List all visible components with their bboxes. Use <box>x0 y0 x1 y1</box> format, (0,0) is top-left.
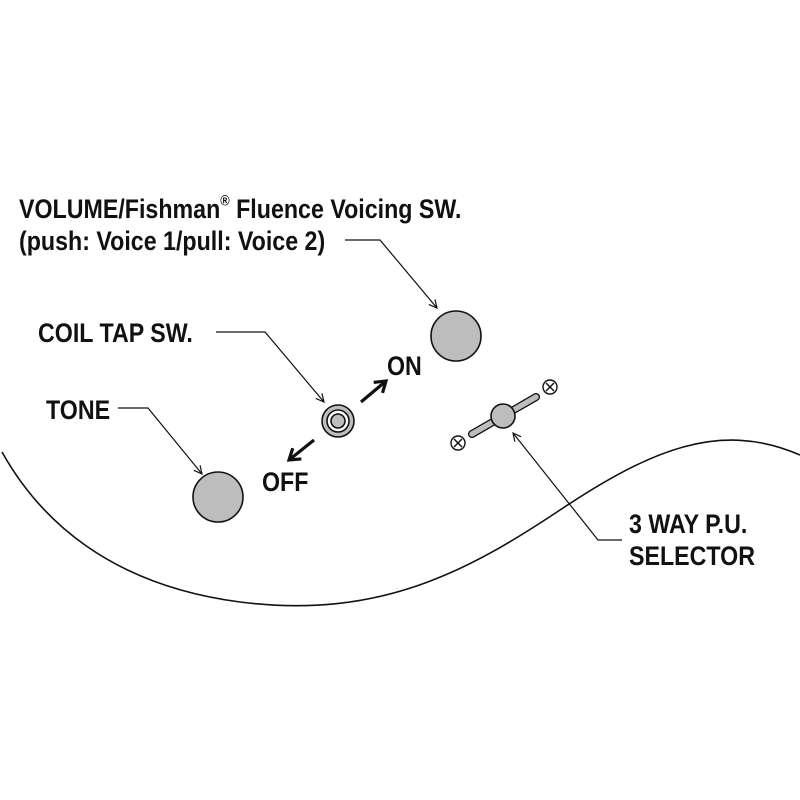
screw-icon <box>450 435 466 451</box>
tone-knob[interactable] <box>192 471 244 523</box>
tone-leader-line <box>118 407 202 474</box>
tone-label: TONE <box>46 395 111 425</box>
off-label: OFF <box>262 467 309 497</box>
screw-icon <box>542 379 558 395</box>
registered-mark: ® <box>220 193 230 210</box>
off-direction-arrow <box>289 438 315 460</box>
on-label: ON <box>387 351 422 381</box>
pickup-selector[interactable] <box>468 393 540 438</box>
coil-tap-leader-line <box>216 331 324 402</box>
coil-tap-label: COIL TAP SW. <box>38 318 193 348</box>
volume-label-suffix: Fluence Voicing SW. <box>229 194 462 224</box>
on-direction-arrow <box>359 381 386 404</box>
volume-knob[interactable] <box>430 310 482 362</box>
coil-tap-switch[interactable] <box>321 404 355 438</box>
selector-label-line1: 3 WAY P.U. <box>629 509 748 539</box>
volume-label-subline: (push: Voice 1/pull: Voice 2) <box>19 226 326 256</box>
selector-label-line2: SELECTOR <box>629 541 756 571</box>
volume-label-main: VOLUME/Fishman <box>19 194 221 224</box>
volume-label: VOLUME/Fishman® Fluence Voicing SW. <box>19 194 461 225</box>
volume-leader-line <box>345 239 437 308</box>
body-outline <box>1 439 800 607</box>
selector-leader-line <box>513 433 622 541</box>
